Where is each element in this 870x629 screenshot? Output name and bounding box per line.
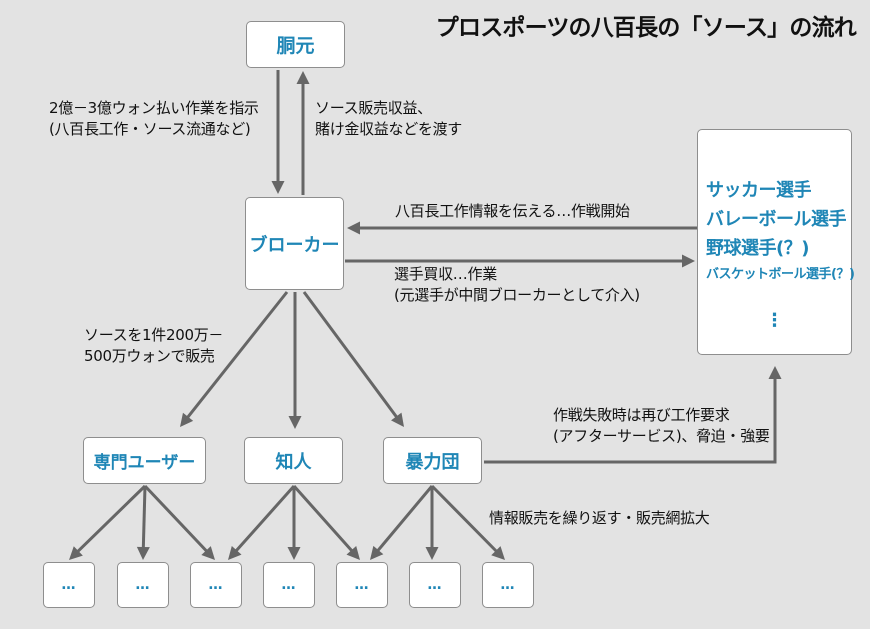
- arrowhead: [287, 547, 301, 560]
- acquaintance-node: 知人: [244, 437, 343, 484]
- player-soccer: サッカー選手: [706, 180, 812, 201]
- arrowhead: [347, 221, 360, 235]
- revenue-label: ソース販売収益、 賭け金収益などを渡す: [315, 99, 463, 138]
- diagram-title: プロスポーツの八百長の「ソース」の流れ: [435, 15, 857, 41]
- arrowhead: [271, 181, 285, 194]
- users-node: 専門ユーザー: [83, 437, 206, 484]
- sale-label: ソースを1件200万－ 500万ウォンで販売: [84, 326, 224, 365]
- arrowhead: [288, 416, 302, 429]
- broker-node: ブローカー: [245, 197, 344, 290]
- player-volleyball: バレーボール選手: [706, 209, 847, 230]
- failure-label: 作戦失敗時は再び工作要求 (アフターサービス)、脅迫・強要: [553, 406, 770, 445]
- leaf-node: …: [409, 562, 461, 608]
- flow-arrow: [292, 485, 355, 554]
- leaf-node: …: [190, 562, 242, 608]
- arrowhead: [201, 546, 215, 560]
- arrowhead: [370, 545, 384, 560]
- bribe-label: 選手買収…作業 (元選手が中間ブローカーとして介入): [394, 265, 640, 304]
- bankroller-label: 胴元: [276, 35, 315, 57]
- leaf-node: …: [482, 562, 534, 608]
- leaf-dots: …: [61, 577, 77, 593]
- arrowhead: [768, 366, 782, 379]
- leaf-node: …: [117, 562, 169, 608]
- flow-arrow: [375, 485, 434, 554]
- gang-label: 暴力団: [405, 451, 460, 473]
- bankroller-node: 胴元: [246, 21, 345, 68]
- resale-label: 情報販売を繰り返す・販売網拡大: [489, 509, 710, 527]
- flow-arrow: [75, 484, 147, 555]
- gang-node: 暴力団: [383, 437, 482, 484]
- broker-label: ブローカー: [249, 234, 340, 256]
- players-node: サッカー選手 バレーボール選手 野球選手(？) バスケットボール選手(？) ⋮: [697, 129, 855, 355]
- flow-arrow: [233, 485, 296, 554]
- leaf-dots: …: [427, 577, 443, 593]
- leaf-node: …: [43, 562, 95, 608]
- flow-arrow: [302, 291, 400, 420]
- arrowhead: [69, 546, 83, 560]
- leaf-dots: …: [354, 577, 370, 593]
- leaf-node: …: [263, 562, 315, 608]
- leaf-dots: …: [208, 577, 224, 593]
- arrowhead: [491, 546, 505, 560]
- info-transfer-label: 八百長工作情報を伝える…作戦開始: [395, 202, 630, 220]
- order-label: 2億－3億ウォン払い作業を指示 (八百長工作・ソース流通など): [49, 99, 259, 138]
- flow-arrow: [143, 484, 210, 554]
- arrowhead: [425, 547, 439, 560]
- arrowhead: [296, 71, 310, 84]
- arrowhead: [228, 545, 242, 560]
- leaf-node: …: [336, 562, 388, 608]
- leaf-dots: …: [281, 577, 297, 593]
- flow-arrow: [430, 484, 500, 554]
- users-label: 専門ユーザー: [93, 453, 196, 473]
- flow-arrow: [141, 485, 147, 551]
- arrowhead: [391, 412, 404, 427]
- leaf-dots: …: [135, 577, 151, 593]
- arrowhead: [346, 545, 360, 560]
- leaf-dots: …: [500, 577, 516, 593]
- acquaintance-label: 知人: [275, 451, 312, 473]
- flow-arrow: [484, 376, 777, 464]
- player-basketball: バスケットボール選手(？): [706, 267, 855, 282]
- more-players-dots: ⋮: [765, 310, 784, 331]
- player-baseball: 野球選手(？): [706, 238, 809, 259]
- arrowhead: [136, 546, 150, 560]
- flow-arrow: [185, 291, 289, 421]
- arrowhead: [180, 412, 194, 427]
- arrowhead: [682, 254, 695, 268]
